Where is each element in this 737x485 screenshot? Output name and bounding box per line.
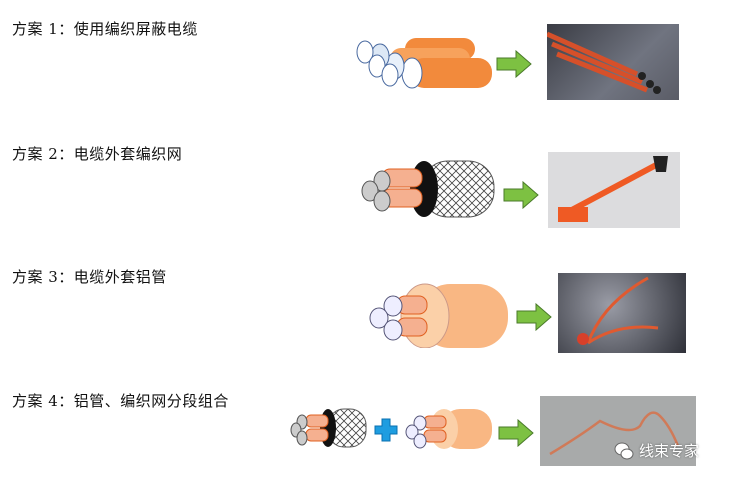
arrow-right-icon [516,303,552,331]
arrow-right-icon [496,50,532,78]
scheme-2-label: 方案 2：电缆外套编织网 [12,145,183,163]
wechat-icon [614,442,634,459]
combined-harness-photo [540,396,696,466]
watermark: 线束专家 [614,440,699,461]
braided-shield-cable-icon [356,38,492,89]
aluminum-tube-harness-photo [558,273,686,353]
braid-sleeved-harness-photo [548,152,680,228]
scheme-3-label: 方案 3：电缆外套铝管 [12,268,167,286]
watermark-text: 线束专家 [639,442,700,460]
braid-sleeve-segment-icon [290,408,367,448]
plus-icon [374,418,398,442]
scheme-4-label: 方案 4：铝管、编织网分段组合 [12,392,229,410]
aluminum-tube-segment-icon [405,409,492,449]
cable-with-braid-sleeve-icon [361,160,495,218]
arrow-right-icon [498,419,534,447]
braided-harness-photo [547,24,679,100]
arrow-right-icon [503,181,539,209]
cable-in-aluminum-tube-icon [369,283,508,348]
scheme-1-label: 方案 1：使用编织屏蔽电缆 [12,20,198,38]
